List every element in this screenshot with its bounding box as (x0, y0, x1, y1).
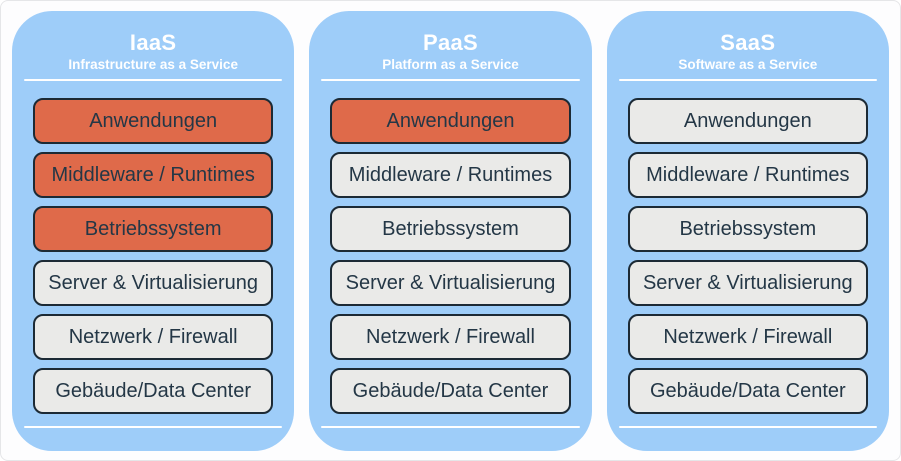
column-subtitle: Platform as a Service (382, 57, 519, 72)
layer-box-middleware: Middleware / Runtimes (627, 152, 868, 198)
layer-box-anwendungen: Anwendungen (330, 98, 571, 144)
layer-box-server: Server & Virtualisierung (33, 260, 274, 306)
column-title: SaaS (720, 30, 776, 55)
layer-box-gebaeude: Gebäude/Data Center (33, 368, 274, 414)
layer-stack: Anwendungen Middleware / Runtimes Betrie… (330, 98, 571, 414)
layer-box-betriebssystem: Betriebssystem (627, 206, 868, 252)
column-header: PaaS Platform as a Service (309, 31, 591, 73)
layer-box-anwendungen: Anwendungen (33, 98, 274, 144)
column-subtitle: Infrastructure as a Service (68, 57, 238, 72)
header-divider (618, 79, 877, 81)
footer-divider (618, 426, 877, 428)
layer-box-gebaeude: Gebäude/Data Center (627, 368, 868, 414)
service-model-column-iaas: IaaS Infrastructure as a Service Anwendu… (12, 11, 295, 451)
column-header: SaaS Software as a Service (607, 31, 889, 73)
column-title: IaaS (129, 30, 177, 55)
column-header: IaaS Infrastructure as a Service (12, 31, 294, 73)
layer-box-gebaeude: Gebäude/Data Center (330, 368, 571, 414)
layer-box-betriebssystem: Betriebssystem (330, 206, 571, 252)
header-divider (321, 79, 580, 81)
column-subtitle: Software as a Service (678, 57, 818, 72)
layer-box-server: Server & Virtualisierung (627, 260, 868, 306)
header-divider (24, 79, 283, 81)
layer-stack: Anwendungen Middleware / Runtimes Betrie… (33, 98, 274, 414)
service-model-column-paas: PaaS Platform as a Service Anwendungen M… (309, 11, 592, 451)
service-model-column-saas: SaaS Software as a Service Anwendungen M… (606, 11, 889, 451)
column-title: PaaS (422, 30, 478, 55)
layer-stack: Anwendungen Middleware / Runtimes Betrie… (627, 98, 868, 414)
footer-divider (321, 426, 580, 428)
layer-box-netzwerk: Netzwerk / Firewall (33, 314, 274, 360)
layer-box-middleware: Middleware / Runtimes (33, 152, 274, 198)
layer-box-server: Server & Virtualisierung (330, 260, 571, 306)
layer-box-netzwerk: Netzwerk / Firewall (627, 314, 868, 360)
layer-box-anwendungen: Anwendungen (627, 98, 868, 144)
layer-box-betriebssystem: Betriebssystem (33, 206, 274, 252)
footer-divider (24, 426, 283, 428)
layer-box-middleware: Middleware / Runtimes (330, 152, 571, 198)
layer-box-netzwerk: Netzwerk / Firewall (330, 314, 571, 360)
